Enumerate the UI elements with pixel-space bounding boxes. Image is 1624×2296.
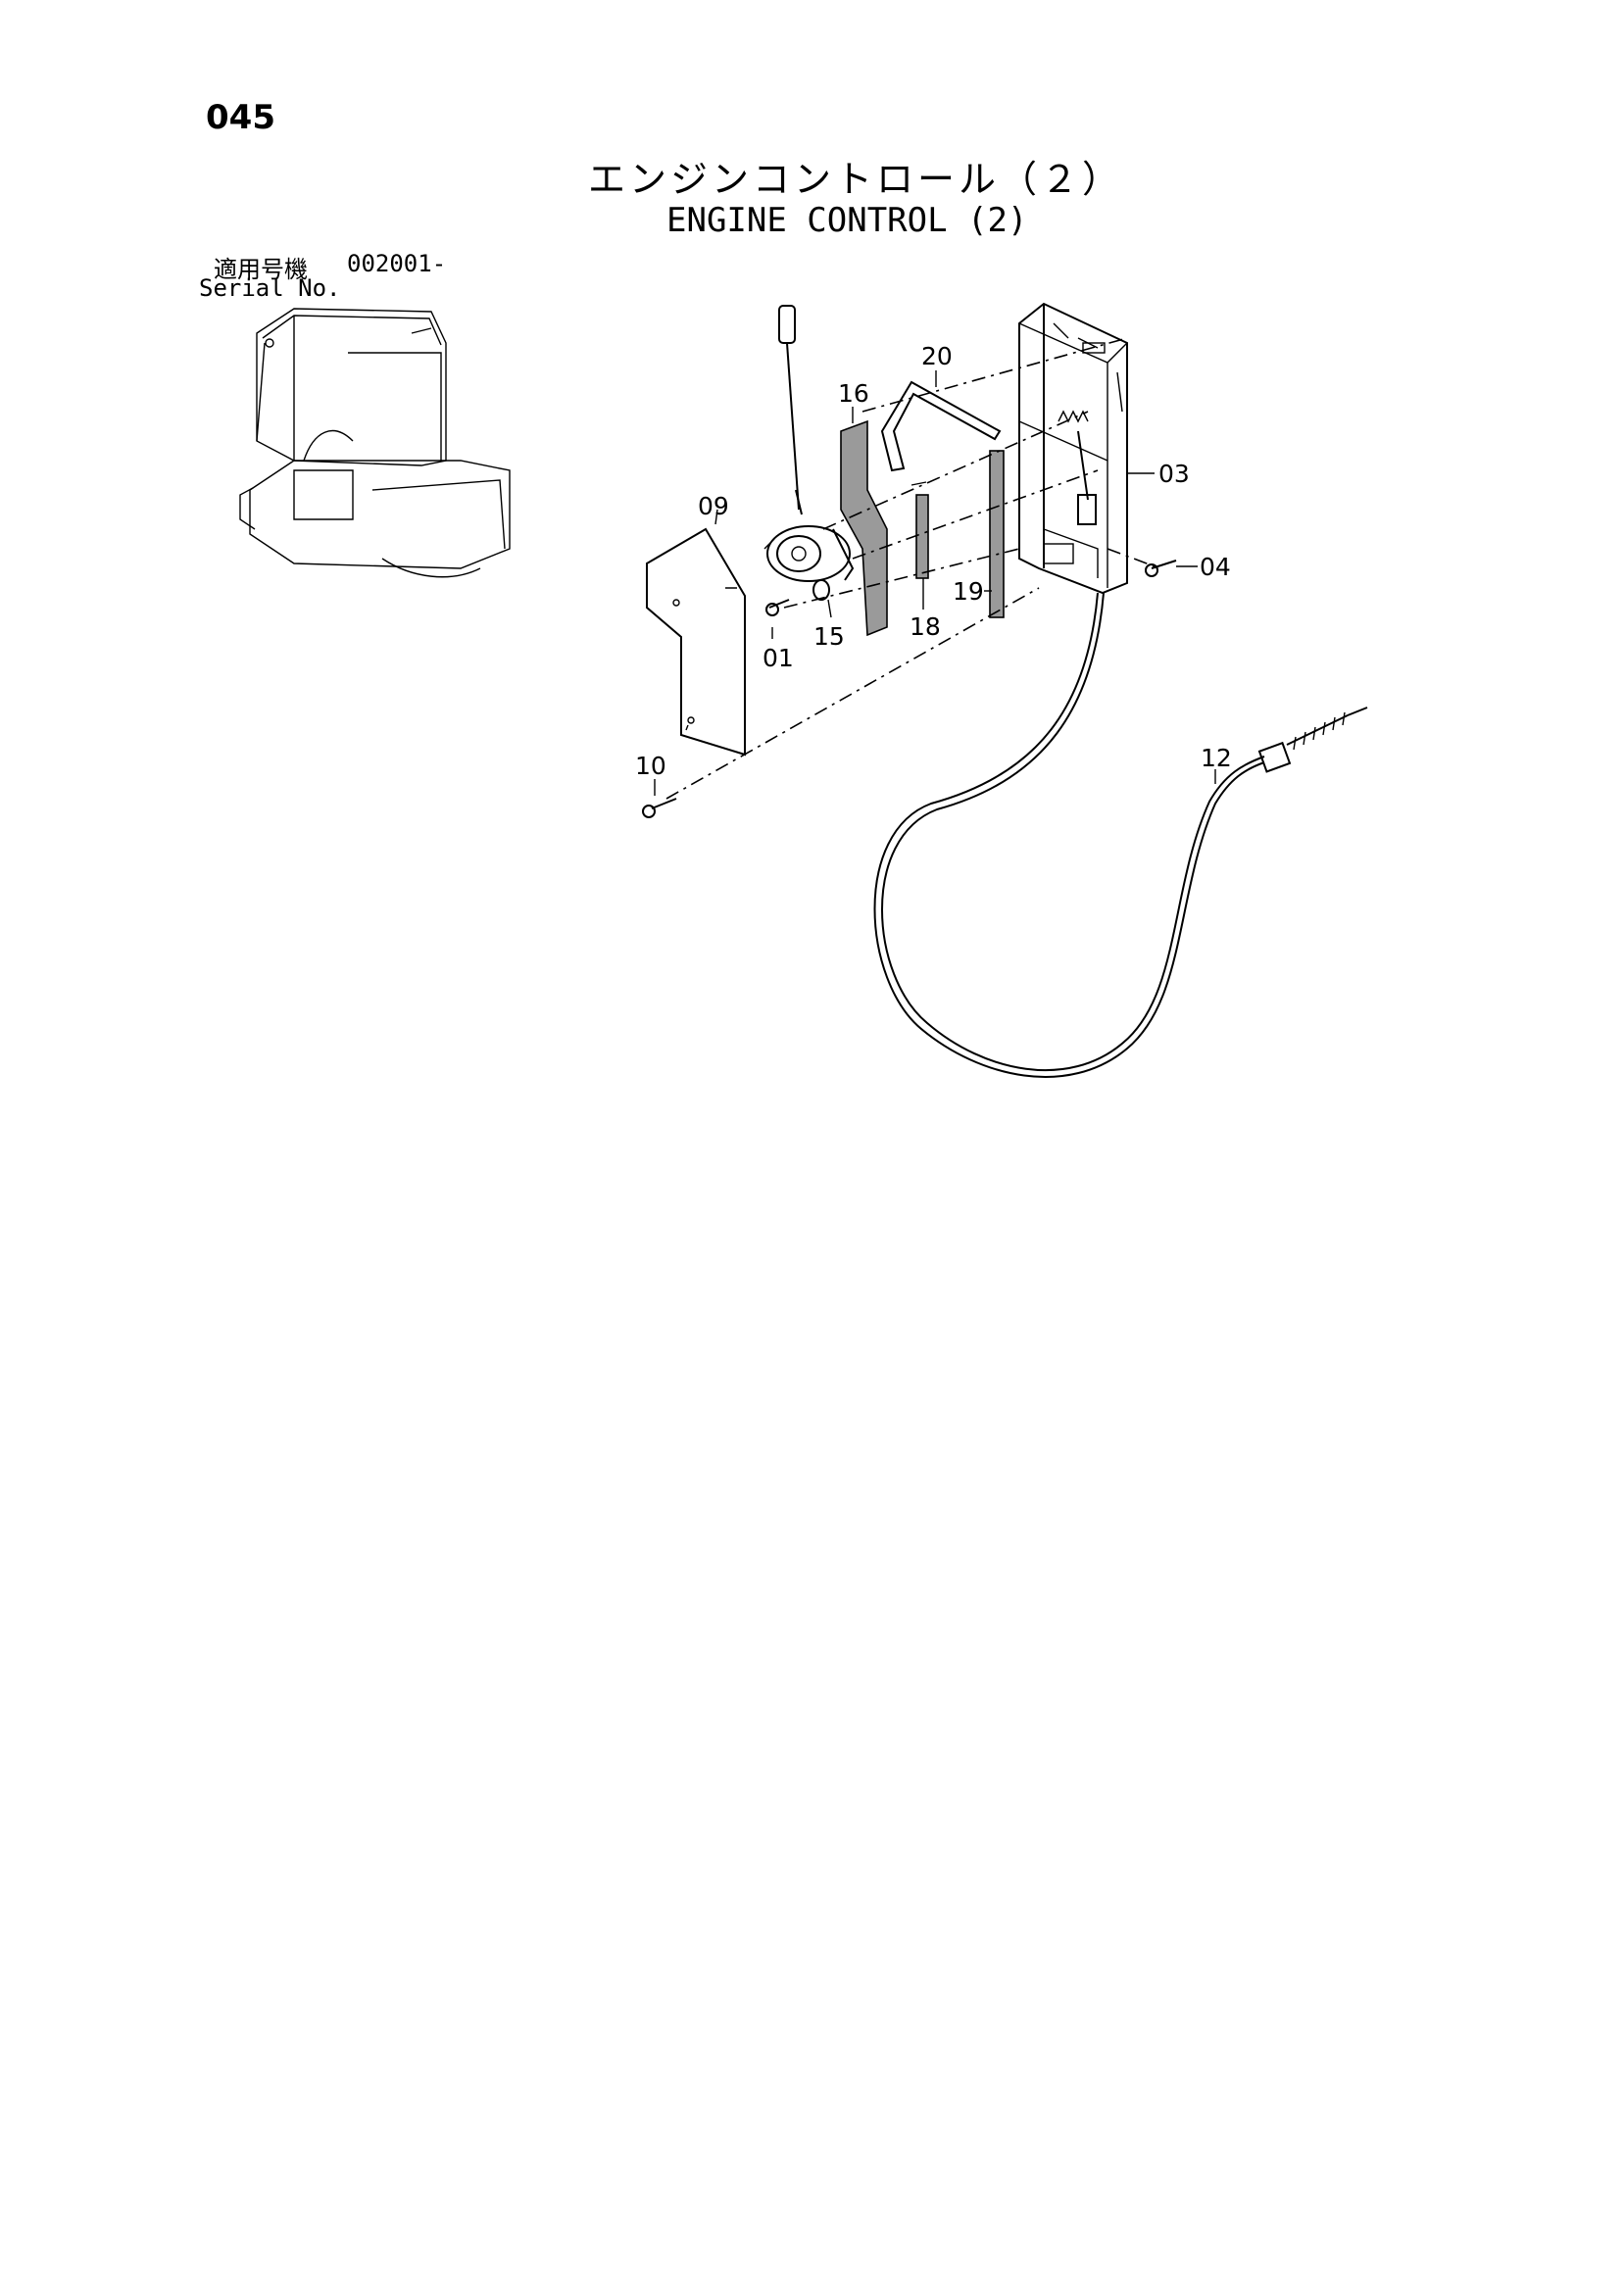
control-cable-part [873, 592, 1368, 1078]
assembly-lines [665, 337, 1156, 800]
strip-19-part [989, 450, 1005, 618]
spring-part [1058, 410, 1097, 525]
callout-20: 20 [921, 342, 953, 370]
strip-18-part [910, 481, 929, 579]
page-title-jp: エンジンコントロール（２） [588, 158, 1124, 201]
callout-10: 10 [635, 752, 666, 780]
callout-16: 16 [838, 379, 869, 408]
leader-lines [654, 370, 1216, 796]
throttle-lever-part [763, 305, 855, 582]
bolt-10 [642, 798, 677, 818]
callout-01: 01 [763, 644, 794, 672]
serial-label-en: Serial No. [199, 274, 341, 302]
washer-15 [812, 579, 830, 601]
callout-09: 09 [698, 492, 729, 520]
cover-plate-part [646, 527, 746, 757]
bolt-04 [1145, 560, 1177, 577]
bolt-01 [765, 599, 790, 616]
callout-12: 12 [1201, 744, 1232, 772]
serial-label-jp: 適用号機 [214, 256, 308, 283]
machine-overview-illustration [239, 308, 511, 578]
page-number: 045 [206, 98, 275, 137]
callout-03: 03 [1158, 460, 1190, 488]
callout-19: 19 [953, 577, 984, 606]
callout-15: 15 [813, 622, 845, 651]
u-bracket-part [880, 380, 1002, 472]
cushion-plate-part [840, 419, 888, 637]
callout-18: 18 [910, 612, 941, 641]
serial-value: 002001- [347, 250, 447, 277]
control-box-part [1018, 302, 1128, 595]
callout-04: 04 [1200, 553, 1231, 581]
page-title-en: ENGINE CONTROL (2) [666, 201, 1028, 240]
